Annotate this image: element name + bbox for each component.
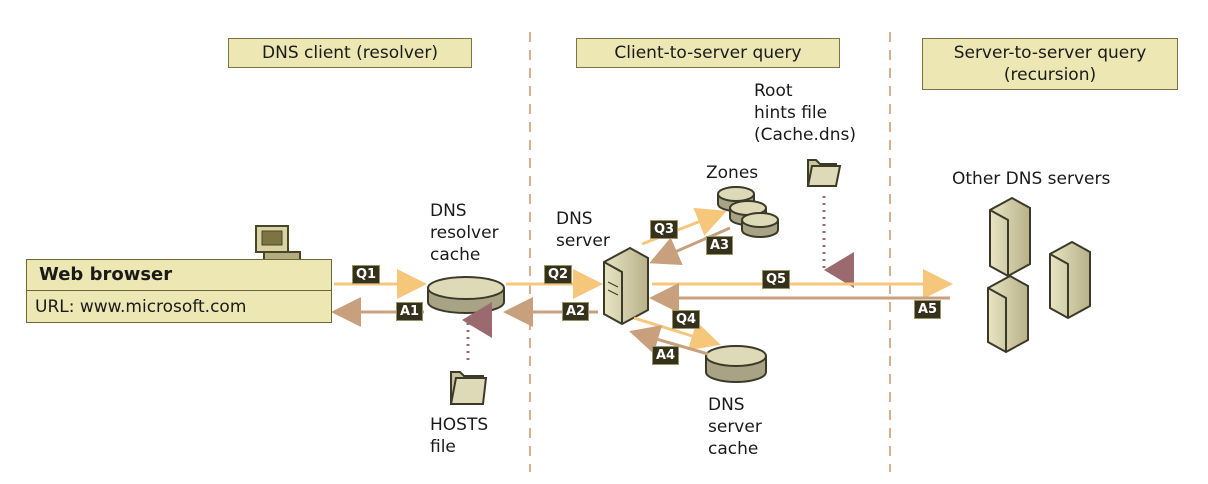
dns-server-label: DNS server (556, 209, 610, 251)
dns-server-icon (603, 246, 649, 326)
web-browser-url: URL: www.microsoft.com (35, 297, 247, 317)
q4-arrow (633, 316, 721, 351)
resolver-cache-label: DNS resolver cache (430, 201, 499, 265)
other-dns-servers-icon (987, 196, 1091, 354)
resolver-cache-icon (427, 276, 505, 314)
tag-q2: Q2 (544, 265, 573, 284)
web-browser-box: Web browser URL: www.microsoft.com (26, 259, 332, 323)
tag-a3: A3 (706, 236, 734, 255)
root-hints-label: Root hints file (Cache.dns) (754, 81, 856, 145)
zones-label: Zones (706, 163, 759, 183)
tag-q4: Q4 (672, 310, 701, 329)
section-header-client-server: Client-to-server query (576, 38, 840, 68)
hosts-file-icon (449, 371, 488, 405)
server-cache-label: DNS server cache (708, 395, 762, 459)
server-cache-icon (705, 345, 767, 383)
hosts-file-label: HOSTS file (430, 415, 489, 457)
section-header-server-server: Server-to-server query (recursion) (922, 38, 1178, 90)
computer-icon (255, 225, 301, 263)
tag-a5: A5 (914, 300, 942, 319)
tag-q1: Q1 (352, 265, 381, 284)
a3-arrow (649, 226, 731, 265)
tag-a4: A4 (652, 346, 680, 365)
tag-a2: A2 (562, 302, 590, 321)
other-dns-servers-label: Other DNS servers (952, 169, 1111, 189)
web-browser-title: Web browser (27, 260, 331, 291)
tag-q3: Q3 (650, 220, 679, 239)
section-header-client: DNS client (resolver) (228, 38, 472, 68)
root-hints-file-icon (806, 159, 842, 187)
a4-arrow (629, 325, 709, 356)
zones-icon (717, 186, 779, 238)
tag-q5: Q5 (762, 270, 791, 289)
tag-a1: A1 (396, 302, 424, 321)
